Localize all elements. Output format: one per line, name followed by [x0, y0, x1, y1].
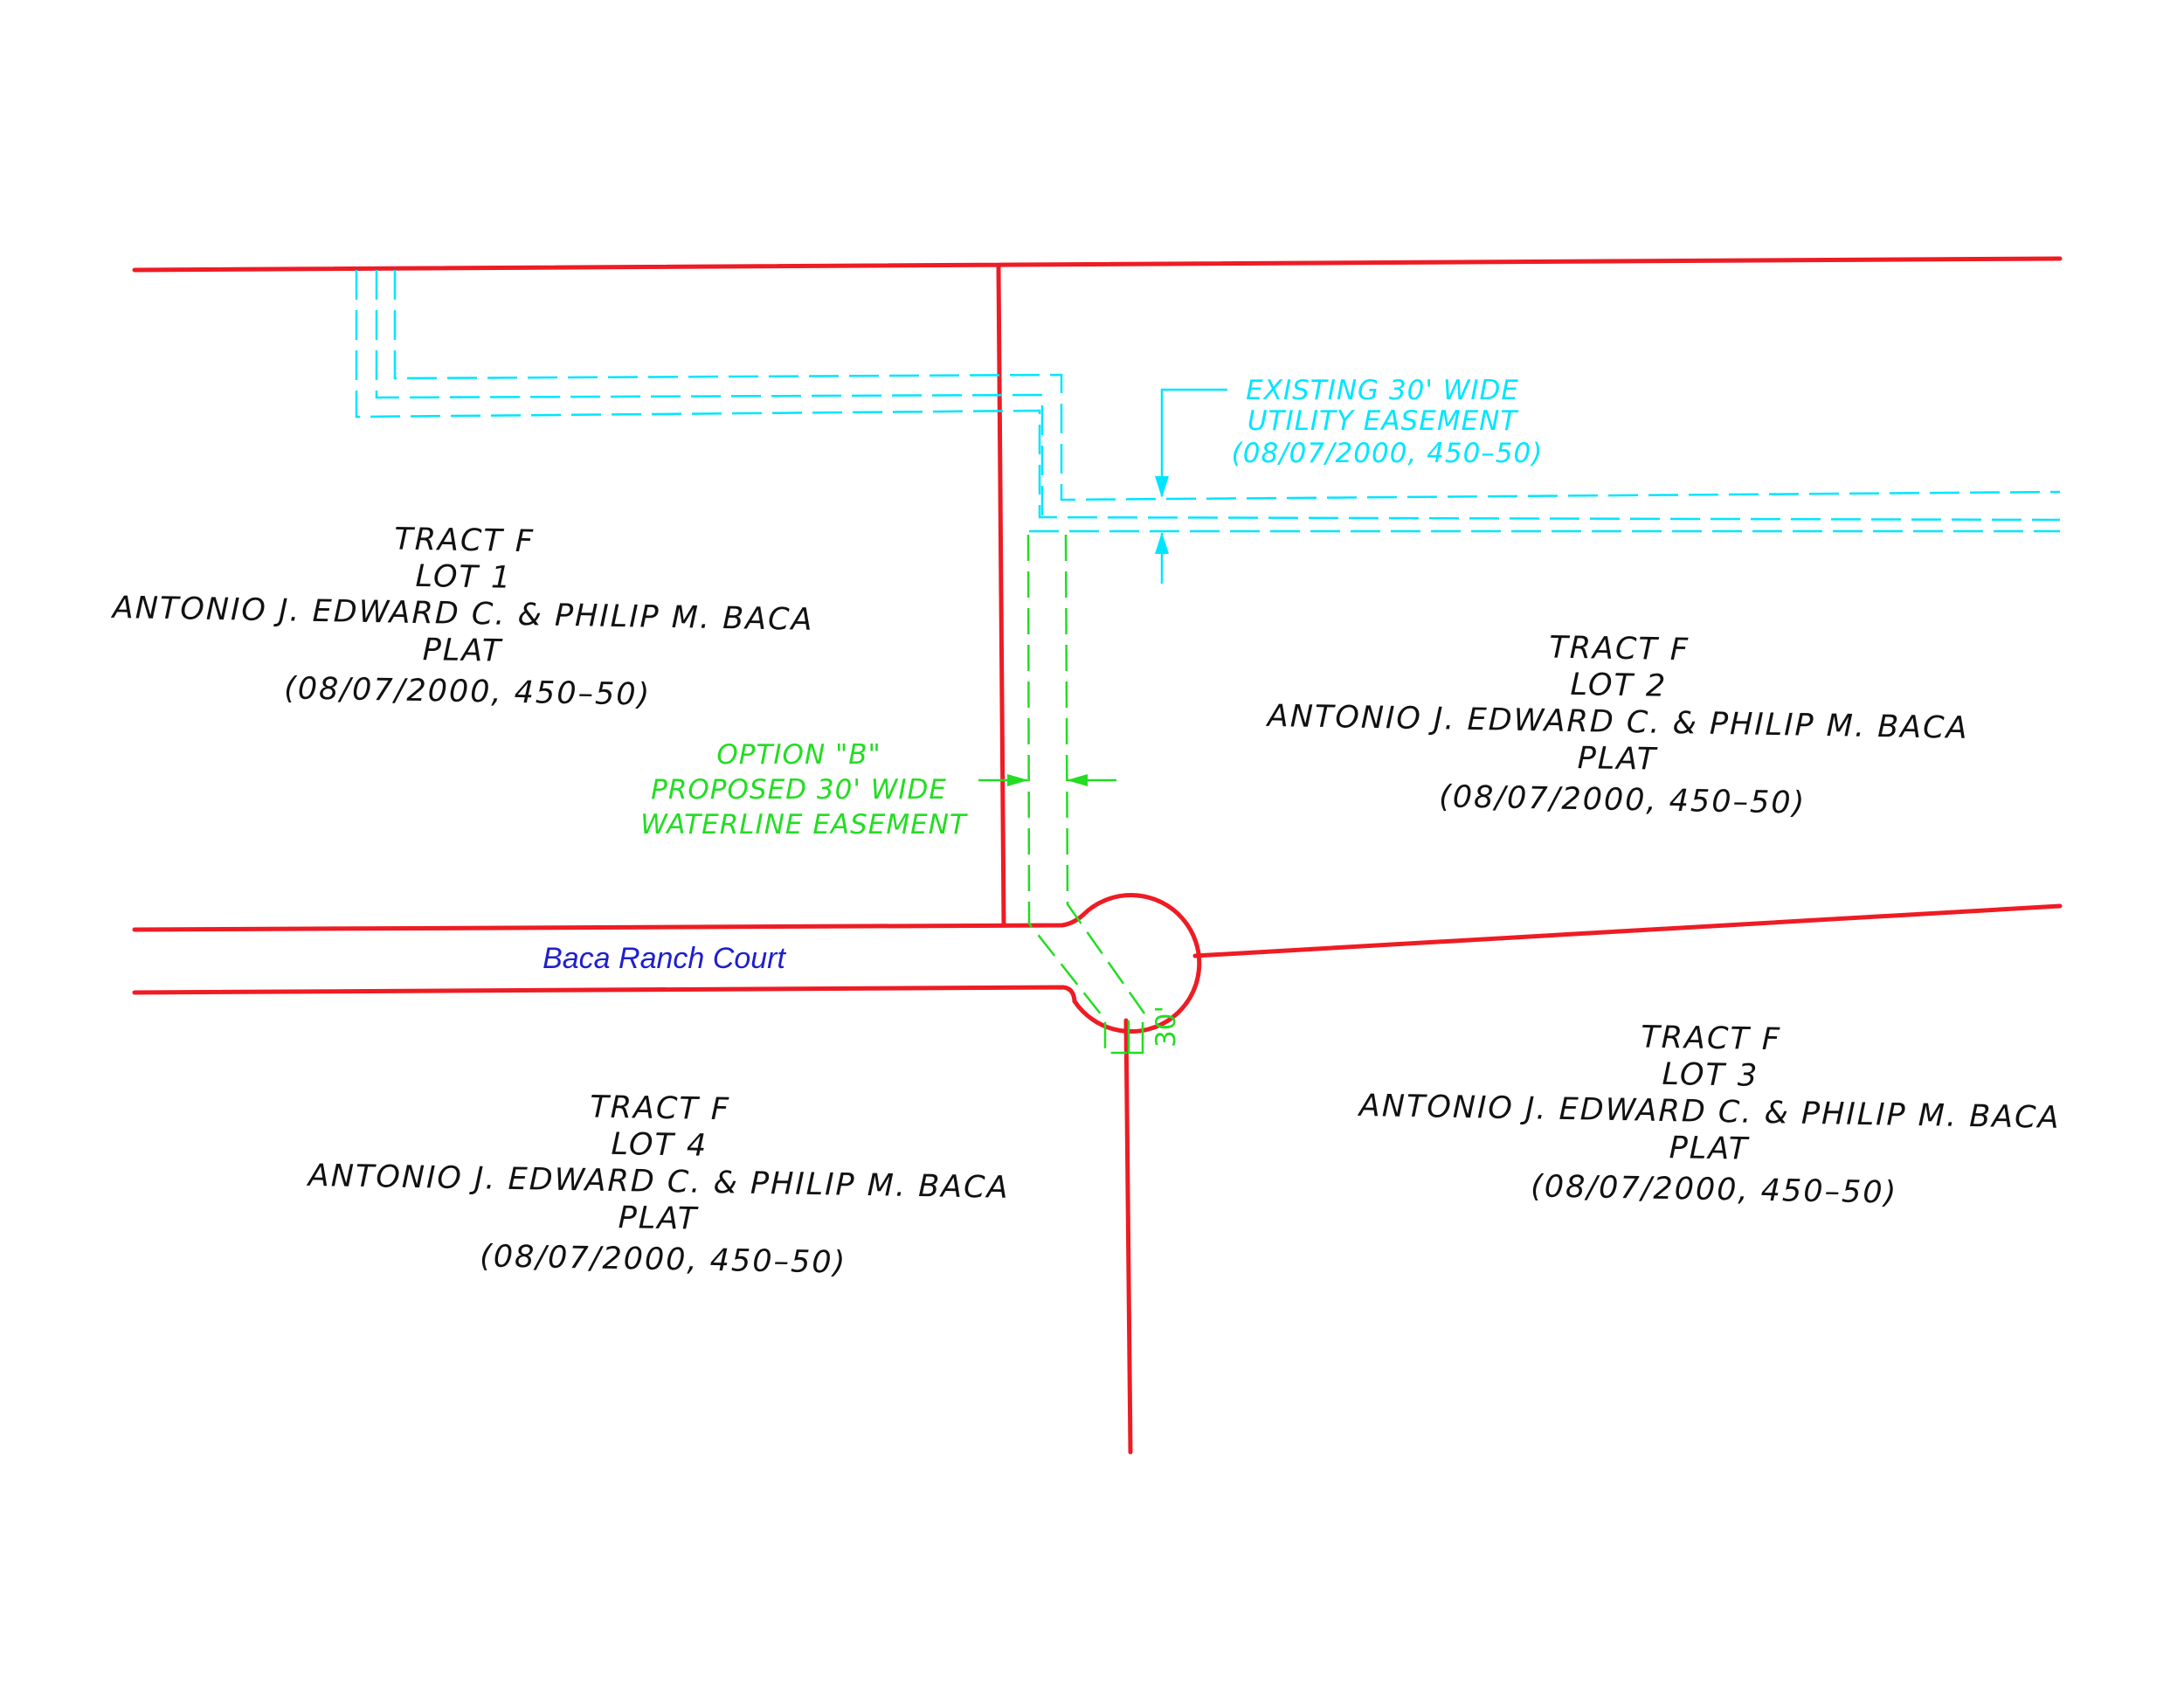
waterline-label-line1: OPTION "B" [716, 739, 881, 771]
lot3-tract: TRACT F [1641, 1020, 1781, 1057]
lot2-owner: ANTONIO J. EDWARD C. & PHILIP M. BACA [1265, 699, 1968, 746]
waterline-easement-west-line [1026, 534, 1127, 1055]
lot3-lot: LOT 3 [1662, 1057, 1759, 1094]
boundary-lines [132, 256, 2063, 1455]
waterline-dimension [978, 774, 1144, 1055]
lot2-record: (08/07/2000, 450–50) [1439, 779, 1807, 820]
utility-label-line1: EXISTING 30' WIDE [1246, 375, 1519, 406]
waterline-arrow-right-icon [1067, 774, 1088, 786]
lot4-owner: ANTONIO J. EDWARD C. & PHILIP M. BACA [306, 1159, 1009, 1206]
waterline-width-dimension-label: 30' [1151, 1006, 1182, 1048]
lot4-tract: TRACT F [590, 1090, 730, 1127]
lot3-label: TRACT F LOT 3 ANTONIO J. EDWARD C. & PHI… [1356, 1015, 2073, 1214]
cul-de-sac-bulb [1072, 893, 1202, 1034]
utility-easement-lines [355, 270, 2061, 533]
lot1-lot2-division-line [996, 264, 1006, 927]
lot2-plat: PLAT [1577, 741, 1658, 778]
lot1-plat: PLAT [422, 633, 503, 669]
lot4-plat: PLAT [618, 1200, 699, 1237]
street-name-label: Baca Ranch Court [543, 942, 786, 975]
waterline-easement-east-line [1064, 534, 1146, 1014]
lot1-tract: TRACT F [394, 522, 535, 559]
lot3-owner: ANTONIO J. EDWARD C. & PHILIP M. BACA [1357, 1089, 2060, 1136]
utility-arrow-top-icon [1155, 476, 1169, 498]
lot-labels: TRACT F LOT 1 ANTONIO J. EDWARD C. & PHI… [109, 517, 2073, 1283]
lot4-record: (08/07/2000, 450–50) [480, 1239, 847, 1280]
north-boundary-line [132, 256, 2063, 273]
lot3-record: (08/07/2000, 450–50) [1531, 1169, 1898, 1210]
lot2-label: TRACT F LOT 2 ANTONIO J. EDWARD C. & PHI… [1264, 626, 1981, 824]
waterline-30ft-tick [1127, 1020, 1144, 1055]
street-south-row-line [132, 985, 1077, 1004]
lot1-lot: LOT 1 [415, 559, 512, 596]
waterline-easement-lines [1026, 534, 1146, 1055]
lot2-lot: LOT 2 [1570, 668, 1667, 704]
utility-dimension [1155, 388, 1227, 584]
lot4-label: TRACT F LOT 4 ANTONIO J. EDWARD C. & PHI… [305, 1085, 1022, 1283]
utility-arrow-bottom-icon [1155, 532, 1169, 554]
utility-easement-label: EXISTING 30' WIDE UTILITY EASEMENT (08/0… [1232, 375, 1544, 469]
utility-label-line3: (08/07/2000, 450–50) [1232, 438, 1544, 469]
waterline-easement-label: OPTION "B" PROPOSED 30' WIDE WATERLINE E… [640, 739, 968, 841]
waterline-label-line3: WATERLINE EASEMENT [640, 809, 968, 841]
waterline-arrow-left-icon [1007, 774, 1028, 786]
utility-easement-inner-line [393, 270, 2061, 502]
lot3-plat: PLAT [1669, 1131, 1750, 1167]
lot2-tract: TRACT F [1549, 630, 1690, 668]
utility-label-line2: UTILITY EASEMENT [1248, 405, 1518, 437]
lot4-lot: LOT 4 [611, 1127, 708, 1164]
lot3-lot4-division-line [1123, 1018, 1133, 1455]
street-north-row-line [132, 912, 1086, 932]
lot1-label: TRACT F LOT 1 ANTONIO J. EDWARD C. & PHI… [109, 517, 826, 716]
lot1-record: (08/07/2000, 450–50) [284, 671, 652, 712]
utility-leader-line [1160, 388, 1227, 496]
lot1-owner: ANTONIO J. EDWARD C. & PHILIP M. BACA [110, 591, 813, 638]
waterline-label-line2: PROPOSED 30' WIDE [651, 774, 947, 806]
lot2-lot3-division-line [1192, 903, 2063, 958]
utility-easement-outer-line [355, 270, 2061, 522]
utility-easement-center-line [375, 270, 1044, 515]
